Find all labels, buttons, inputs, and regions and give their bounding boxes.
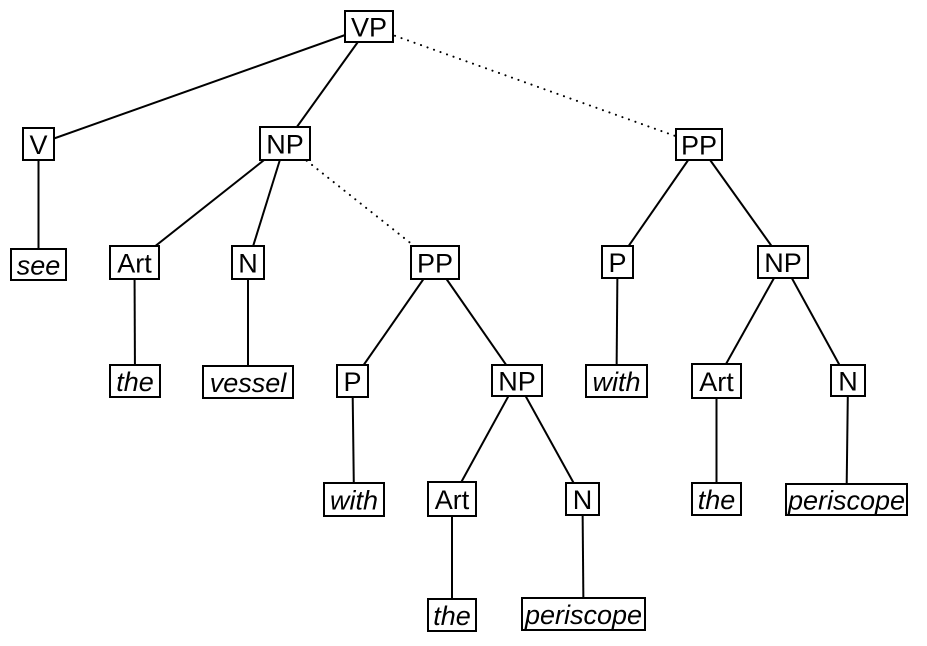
tree-edge-np-mid-n-mid bbox=[516, 380, 584, 500]
tree-node-box bbox=[830, 364, 866, 397]
tree-node-v: V bbox=[22, 127, 55, 161]
tree-node-label: PP bbox=[681, 131, 717, 161]
tree-node-vessel: vessel bbox=[202, 365, 294, 399]
tree-node-box bbox=[757, 245, 809, 279]
tree-edge-np-obj-art-1 bbox=[133, 142, 286, 264]
tree-edge-vp-np-obj bbox=[284, 25, 370, 145]
tree-node-box bbox=[323, 482, 385, 517]
tree-node-label: periscope bbox=[524, 600, 642, 630]
tree-node-n-right: N bbox=[830, 364, 866, 397]
tree-node-see: see bbox=[10, 248, 67, 281]
tree-node-the-1: the bbox=[109, 364, 161, 398]
tree-edge-vp-pp-right bbox=[368, 25, 700, 146]
tree-node-label: periscope bbox=[787, 486, 905, 516]
tree-node-label: with bbox=[330, 486, 378, 516]
tree-node-box bbox=[344, 10, 394, 43]
tree-node-box bbox=[259, 126, 311, 161]
tree-node-label: the bbox=[698, 485, 736, 515]
tree-node-label: PP bbox=[417, 249, 453, 279]
tree-node-label: Art bbox=[117, 249, 152, 279]
tree-edge-np-right-n-right bbox=[782, 261, 849, 381]
tree-node-the-right: the bbox=[691, 482, 742, 516]
tree-edge-pp-right-p-right bbox=[616, 143, 700, 263]
tree-node-art-right: Art bbox=[691, 363, 742, 399]
tree-node-label: the bbox=[116, 367, 154, 397]
tree-node-box bbox=[109, 364, 161, 398]
tree-node-art-mid: Art bbox=[427, 481, 477, 517]
tree-node-art-1: Art bbox=[109, 245, 160, 280]
tree-node-p-right: P bbox=[601, 245, 634, 279]
tree-edge-np-obj-pp-mid bbox=[284, 142, 436, 264]
tree-node-periscope-mid: periscope bbox=[521, 597, 646, 631]
tree-node-box bbox=[491, 364, 543, 397]
tree-node-label: Art bbox=[435, 485, 470, 515]
tree-node-p-mid: P bbox=[336, 364, 369, 398]
tree-edge-p-right-with-right bbox=[615, 261, 619, 382]
tree-node-periscope-right: periscope bbox=[785, 483, 908, 516]
tree-node-box bbox=[202, 365, 294, 399]
tree-node-pp-mid: PP bbox=[410, 245, 460, 280]
tree-node-box bbox=[691, 363, 742, 399]
tree-node-n-1: N bbox=[231, 245, 265, 280]
tree-node-label: NP bbox=[764, 248, 802, 278]
tree-edge-vp-v bbox=[38, 25, 370, 145]
tree-node-label: the bbox=[433, 601, 471, 631]
tree-edge-p-mid-with-mid bbox=[351, 380, 355, 500]
tree-edge-np-mid-art-mid bbox=[451, 380, 518, 500]
tree-node-box bbox=[336, 364, 369, 398]
tree-edge-n-mid-periscope-mid bbox=[581, 498, 585, 615]
tree-edge-pp-mid-np-mid bbox=[434, 261, 518, 382]
tree-node-with-right: with bbox=[585, 364, 648, 398]
tree-node-label: N bbox=[238, 249, 258, 279]
tree-node-box bbox=[521, 597, 646, 631]
tree-node-box bbox=[585, 364, 648, 398]
tree-node-label: with bbox=[592, 367, 640, 397]
tree-node-n-mid: N bbox=[565, 482, 600, 516]
tree-node-np-mid: NP bbox=[491, 364, 543, 397]
tree-node-box bbox=[785, 483, 908, 516]
tree-node-label: NP bbox=[266, 130, 304, 160]
tree-node-box bbox=[691, 482, 742, 516]
tree-edge-np-obj-n-1 bbox=[247, 143, 286, 263]
tree-node-pp-right: PP bbox=[675, 128, 723, 161]
tree-edge-n-right-periscope-right bbox=[845, 380, 849, 500]
tree-node-box bbox=[410, 245, 460, 280]
tree-node-box bbox=[565, 482, 600, 516]
tree-node-with-mid: with bbox=[323, 482, 385, 517]
tree-node-label: N bbox=[573, 485, 593, 515]
tree-node-box bbox=[427, 481, 477, 517]
tree-node-label: N bbox=[838, 367, 858, 397]
tree-edge-pp-mid-p-mid bbox=[351, 261, 436, 382]
tree-node-box bbox=[601, 245, 634, 279]
tree-edge-pp-right-np-right bbox=[698, 143, 784, 263]
tree-node-box bbox=[427, 598, 477, 632]
tree-node-label: NP bbox=[498, 367, 536, 397]
tree-node-box bbox=[675, 128, 723, 161]
tree-edge-np-right-art-right bbox=[715, 261, 784, 382]
tree-edge-art-1-the-1 bbox=[133, 262, 136, 382]
tree-node-label: V bbox=[29, 130, 47, 160]
tree-node-label: VP bbox=[351, 13, 387, 43]
tree-node-box bbox=[10, 248, 67, 281]
tree-node-the-mid: the bbox=[427, 598, 477, 632]
tree-node-label: P bbox=[343, 367, 361, 397]
tree-node-label: vessel bbox=[210, 368, 288, 398]
tree-node-label: Art bbox=[699, 367, 734, 397]
tree-node-vp: VP bbox=[344, 10, 394, 43]
tree-node-np-right: NP bbox=[757, 245, 809, 279]
tree-node-np-obj: NP bbox=[259, 126, 311, 161]
tree-node-box bbox=[231, 245, 265, 280]
tree-node-label: see bbox=[17, 251, 61, 281]
tree-edges-layer bbox=[37, 25, 849, 615]
tree-node-label: P bbox=[608, 248, 626, 278]
tree-node-box bbox=[22, 127, 55, 161]
tree-node-box bbox=[109, 245, 160, 280]
